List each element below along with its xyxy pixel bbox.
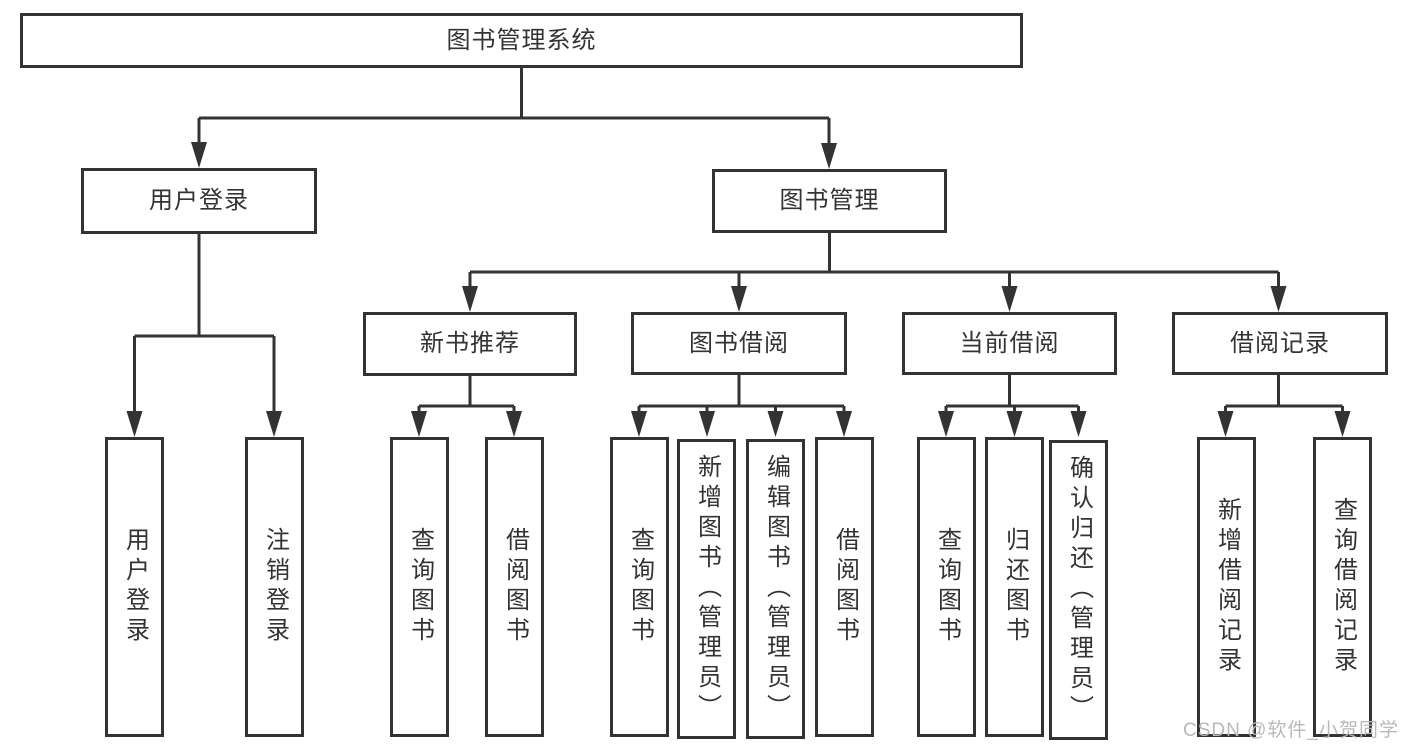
leaf-borrow-books-label: 借阅图书 — [831, 527, 859, 647]
leaf-confirm-return-admin: 确认归还（管理员） — [1049, 440, 1108, 740]
node-borrow-records: 借阅记录 — [1172, 312, 1388, 375]
leaf-return-book-label: 归还图书 — [1001, 527, 1029, 647]
leaf-query-books-current-label: 查询图书 — [933, 527, 961, 647]
leaf-query-books-borrow: 查询图书 — [610, 437, 669, 737]
node-root-label: 图书管理系统 — [446, 26, 597, 54]
leaf-logout-label: 注销登录 — [261, 527, 289, 647]
node-borrow-records-label: 借阅记录 — [1230, 329, 1330, 357]
node-root: 图书管理系统 — [20, 13, 1023, 68]
watermark: CSDN @软件_小贺同学 — [1183, 720, 1399, 741]
node-current-borrow-label: 当前借阅 — [959, 329, 1060, 357]
leaf-borrow-books-recommend-label: 借阅图书 — [501, 527, 529, 647]
leaf-query-books-recommend-label: 查询图书 — [406, 527, 434, 647]
node-user-login: 用户登录 — [81, 168, 317, 234]
leaf-return-book: 归还图书 — [985, 437, 1044, 737]
node-new-book-recommend: 新书推荐 — [363, 312, 577, 376]
leaf-add-borrow-record: 新增借阅记录 — [1197, 437, 1256, 737]
leaf-user-login: 用户登录 — [105, 437, 164, 737]
leaf-logout: 注销登录 — [245, 437, 304, 737]
node-new-book-recommend-label: 新书推荐 — [420, 330, 520, 357]
leaf-query-books-borrow-label: 查询图书 — [626, 527, 654, 647]
leaf-add-borrow-record-label: 新增借阅记录 — [1213, 497, 1241, 677]
node-book-borrow: 图书借阅 — [631, 312, 847, 375]
leaf-add-book-admin-label: 新增图书（管理员） — [693, 454, 721, 724]
leaf-query-books-recommend: 查询图书 — [390, 437, 449, 737]
leaf-user-login-label: 用户登录 — [121, 527, 149, 647]
leaf-query-books-current: 查询图书 — [917, 437, 976, 737]
connector-arrowheads — [126, 142, 1351, 437]
leaf-add-book-admin: 新增图书（管理员） — [677, 439, 736, 739]
leaf-query-borrow-record: 查询借阅记录 — [1313, 437, 1372, 737]
node-book-management-label: 图书管理 — [779, 187, 880, 214]
node-user-login-label: 用户登录 — [149, 187, 249, 214]
node-current-borrow: 当前借阅 — [902, 312, 1117, 375]
leaf-query-borrow-record-label: 查询借阅记录 — [1329, 497, 1357, 677]
leaf-borrow-books: 借阅图书 — [815, 437, 874, 737]
node-book-borrow-label: 图书借阅 — [689, 329, 789, 357]
leaf-edit-book-admin: 编辑图书（管理员） — [746, 439, 805, 739]
leaf-borrow-books-recommend: 借阅图书 — [485, 437, 544, 737]
node-book-management: 图书管理 — [712, 169, 947, 233]
leaf-confirm-return-admin-label: 确认归还（管理员） — [1065, 455, 1093, 725]
leaf-edit-book-admin-label: 编辑图书（管理员） — [762, 454, 790, 724]
